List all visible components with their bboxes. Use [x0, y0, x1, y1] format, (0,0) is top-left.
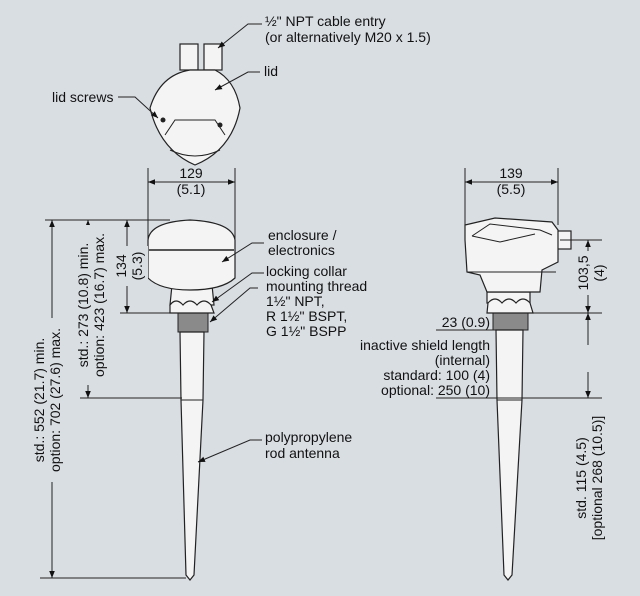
thread-length-dim: 23 (0.9)	[442, 314, 490, 330]
lid-screw	[160, 117, 166, 123]
shield-length-option: option: 423 (16.7) max.	[91, 233, 107, 377]
enclosure-label: enclosure /	[268, 227, 337, 243]
locking-collar	[169, 300, 215, 314]
total-length-option: option: 702 (27.6) max.	[47, 328, 63, 472]
side-height-in: (4)	[591, 264, 607, 281]
front-height-mm: 134	[113, 254, 129, 278]
side-view: 139 (5.5) 103,5 (4) std. 115 (4.5) [opti…	[360, 165, 610, 581]
cable-entry-right	[203, 43, 223, 71]
total-length-std: std.: 552 (21.7) min.	[31, 338, 47, 463]
side-width-in: (5.5)	[497, 181, 526, 197]
cable-entry-left	[179, 43, 199, 71]
front-height-in: (5.3)	[129, 252, 145, 281]
front-width-in: (5.1)	[177, 181, 206, 197]
side-height-mm: 103,5	[575, 255, 591, 290]
rod-length-optional: [optional 268 (10.5)]	[589, 416, 605, 541]
electronics-label: electronics	[268, 242, 335, 258]
side-width-mm: 139	[499, 165, 523, 181]
enclosure	[464, 217, 559, 293]
thread-bspt: R 1½" BSPT,	[266, 308, 347, 324]
lid-screws-label: lid screws	[52, 89, 113, 105]
shield-optional: optional: 250 (10)	[381, 382, 490, 398]
thread-npt: 1½" NPT,	[266, 293, 325, 309]
antenna-material-label: polypropylene	[265, 429, 352, 445]
thread-label: mounting thread	[266, 278, 367, 294]
rod-length-std: std. 115 (4.5)	[573, 437, 589, 518]
front-width-mm: 129	[179, 165, 203, 181]
shield-standard: standard: 100 (4)	[383, 367, 490, 383]
collar-label: locking collar	[266, 263, 347, 279]
lid-screw	[217, 122, 223, 128]
rod-antenna	[179, 331, 205, 581]
shield-label: inactive shield length	[360, 337, 490, 353]
rod-antenna	[495, 329, 524, 581]
shield-internal: (internal)	[435, 352, 490, 368]
shield-length-std: std.: 273 (10.8) min.	[75, 243, 91, 368]
antenna-label: rod antenna	[265, 445, 340, 461]
mounting-thread	[177, 312, 209, 333]
lid-label: lid	[264, 63, 278, 79]
thread-bspp: G 1½" BSPP	[266, 323, 346, 339]
enclosure	[147, 219, 236, 291]
cable-entry-label: ½" NPT cable entry	[265, 13, 386, 29]
cable-entry-alt-label: (or alternatively M20 x 1.5)	[265, 29, 431, 45]
locking-collar	[486, 298, 534, 314]
front-view: 129 (5.1) std.: 552 (21.7) min. option: …	[30, 165, 367, 581]
mounting-thread	[492, 312, 529, 331]
top-view: ½" NPT cable entry (or alternatively M20…	[52, 13, 431, 166]
